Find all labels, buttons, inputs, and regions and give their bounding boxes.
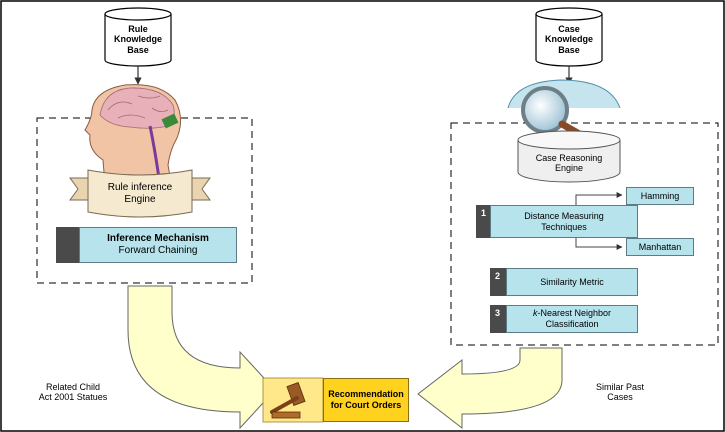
technique-3-k: k: [532, 308, 538, 319]
hamming-box: Hamming: [626, 187, 694, 205]
technique-2-number: 2: [490, 268, 506, 296]
right-input-line1: Similar Past: [595, 382, 644, 392]
manhattan-box: Manhattan: [626, 238, 694, 256]
similarity-metric-box: Similarity Metric: [506, 268, 638, 296]
distance-measuring-box: Distance Measuring Techniques: [490, 205, 638, 238]
hamming-connector: [575, 192, 623, 205]
technique-3-line1: k-Nearest Neighbor: [533, 308, 611, 319]
left-input-label: Related Child Act 2001 Statues: [18, 382, 128, 403]
case-system-container: [450, 122, 719, 346]
knn-classification-box: k-Nearest Neighbor Classification: [506, 305, 638, 333]
technique-3-number: 3: [490, 305, 506, 333]
rule-kb-cylinder-icon: [104, 7, 172, 67]
rule-system-container: [36, 117, 253, 284]
rule-kb-label: Rule Knowledge Base: [105, 24, 171, 55]
case-engine-bowl-icon: [517, 130, 621, 183]
rule-engine-label: Rule inference Engine: [90, 182, 190, 205]
right-flow-arrow: [417, 347, 563, 430]
inference-title: Inference Mechanism: [107, 233, 209, 244]
rule-kb-line3: Base: [127, 44, 149, 55]
technique-2-line1: Similarity Metric: [540, 276, 604, 287]
rule-kb-line2: Knowledge: [113, 34, 162, 45]
recommendation-box: Recommendation for Court Orders: [323, 378, 409, 422]
case-kb-line2: Knowledge: [544, 34, 593, 45]
hamming-label: Hamming: [640, 190, 680, 201]
technique-1-number: 1: [476, 205, 490, 238]
manhattan-label: Manhattan: [638, 241, 682, 252]
case-engine-line1: Case Reasoning: [535, 153, 603, 163]
technique-1-line2: Techniques: [541, 221, 587, 232]
left-input-line2: Act 2001 Statues: [38, 392, 108, 403]
case-engine-label: Case Reasoning Engine: [520, 153, 618, 174]
rule-engine-line1: Rule inference: [107, 182, 173, 193]
right-input-line2: Cases: [607, 392, 633, 403]
case-engine-line2: Engine: [554, 163, 584, 174]
technique-3-rest: -Nearest Neighbor: [537, 308, 612, 319]
case-kb-line3: Base: [558, 44, 580, 55]
inference-mechanism-box: Inference Mechanism Forward Chaining: [79, 227, 237, 263]
left-input-line1: Related Child: [45, 382, 101, 392]
left-flow-arrow: [127, 285, 276, 430]
right-input-label: Similar Past Cases: [580, 382, 660, 403]
inference-subtitle: Forward Chaining: [118, 245, 198, 256]
recommendation-line1: Recommendation: [328, 388, 404, 399]
case-kb-line1: Case: [558, 24, 580, 34]
case-kb-label: Case Knowledge Base: [536, 24, 602, 55]
manhattan-connector: [575, 238, 623, 250]
rule-engine-scroll-icon: [69, 169, 211, 218]
recommendation-line2: for Court Orders: [330, 400, 402, 410]
rule-kb-line1: Rule: [128, 24, 148, 34]
rule-engine-line2: Engine: [124, 193, 156, 205]
technique-3-line2: Classification: [545, 319, 599, 329]
gavel-icon: [262, 377, 324, 423]
technique-1-line1: Distance Measuring: [524, 210, 604, 221]
inference-tab: [56, 227, 79, 263]
case-kb-cylinder-icon: [535, 7, 603, 67]
